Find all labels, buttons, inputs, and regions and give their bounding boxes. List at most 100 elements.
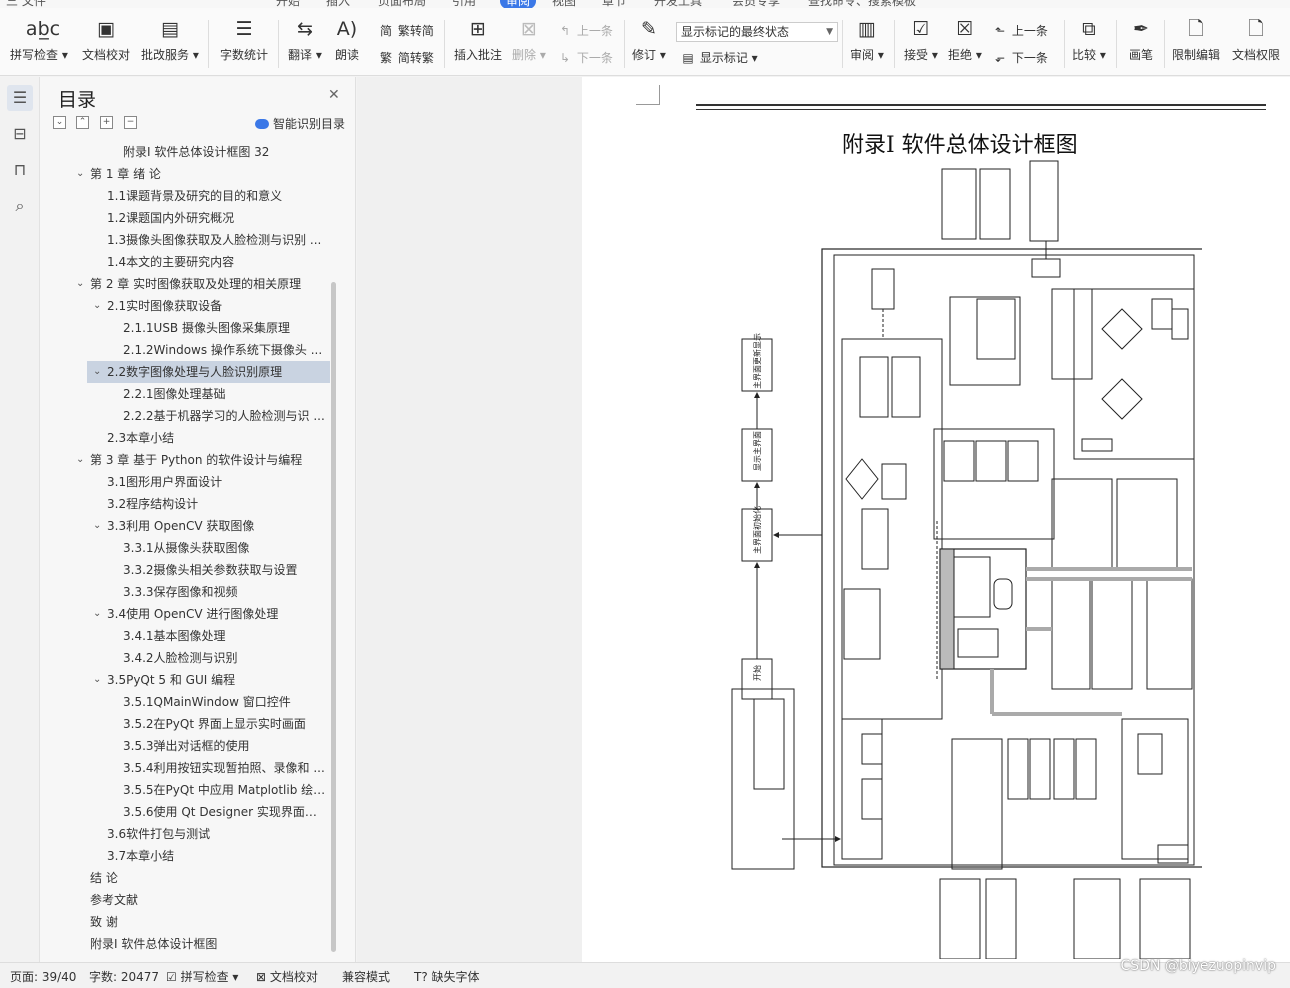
ribbon-tab[interactable]: 章节 (602, 0, 627, 8)
toc-item[interactable]: 3.3.1从摄像头获取图像 (40, 537, 330, 559)
toc-item[interactable]: 3.4.2人脸检测与识别 (40, 647, 330, 669)
status-proofread-button[interactable]: ⊠ 文档校对 (256, 970, 318, 984)
toc-item[interactable]: 3.7本章小结 (40, 845, 330, 867)
chevron-down-icon[interactable]: ⌄ (93, 366, 102, 377)
accept-change-button[interactable]: ☑接受 ▾ (904, 18, 938, 62)
ribbon-tab[interactable]: 三 文件 (6, 0, 46, 8)
toc-item[interactable]: 3.4.1基本图像处理 (40, 625, 330, 647)
read-aloud-icon: A) (336, 18, 358, 40)
read-aloud-button[interactable]: A)朗读 (334, 18, 359, 62)
switch-camera-box (1091, 578, 1133, 690)
markup-state-select[interactable]: 显示标记的最终状态▼ (676, 22, 838, 42)
toc-item[interactable]: 2.1.2Windows 操作系统下摄像头 ... (40, 339, 330, 361)
translate-button[interactable]: ⇆翻译 ▾ (288, 18, 322, 62)
toc-item[interactable]: ⌄3.5PyQt 5 和 GUI 编程 (40, 669, 330, 691)
compare-button[interactable]: ⧉比较 ▾ (1072, 18, 1106, 62)
ribbon-tab[interactable]: 审阅 (500, 0, 537, 8)
prev-change-button[interactable]: ⬑ 上一条 (992, 22, 1048, 39)
restrict-edit-button[interactable]: 🗋限制编辑 (1172, 18, 1221, 62)
missing-font-button[interactable]: T? 缺失字体 (414, 970, 480, 984)
review-pane-button[interactable]: ▥审阅 ▾ (850, 18, 884, 62)
toc-item[interactable]: 3.5.1QMainWindow 窗口控件 (40, 691, 330, 713)
toc-item[interactable]: 1.3摄像头图像获取及人脸检测与识别 ... (40, 229, 330, 251)
status-spellcheck-button[interactable]: ☑ 拼写检查 ▾ (166, 970, 239, 984)
toc-item[interactable]: 2.3本章小结 (40, 427, 330, 449)
toc-item[interactable]: 3.6软件打包与测试 (40, 823, 330, 845)
next-change-button[interactable]: ⬐ 下一条 (992, 49, 1048, 66)
ribbon-tab[interactable]: 视图 (552, 0, 577, 8)
word-count-button[interactable]: ☰字数统计 (220, 18, 269, 62)
track-changes-button[interactable]: ✎修订 ▾ (632, 18, 666, 62)
trad-to-simp-button[interactable]: 简 繁转简 (379, 24, 434, 38)
simp-to-trad-button[interactable]: 繁 简转繁 (379, 51, 434, 65)
toc-item[interactable]: 结 论 (40, 867, 330, 889)
toc-item[interactable]: 3.3.3保存图像和视频 (40, 581, 330, 603)
chevron-down-icon[interactable]: ⌄ (93, 520, 102, 531)
show-markup-button[interactable]: ▤ 显示标记 ▾ (680, 49, 757, 66)
toc-item[interactable]: 3.5.6使用 Qt Designer 实现界面显 ... (40, 801, 330, 823)
proofread-button[interactable]: ▣文档校对 (82, 18, 131, 62)
chapter-nav-icon[interactable]: ⊟ (13, 124, 27, 143)
remove-heading-icon[interactable]: − (124, 116, 137, 129)
toc-item[interactable]: 2.2.2基于机器学习的人脸检测与识 ... (40, 405, 330, 427)
toc-item[interactable]: ⌄2.2数字图像处理与人脸识别原理 (87, 361, 330, 383)
ribbon-tab[interactable]: 引用 (452, 0, 477, 8)
word-count-icon: ☰ (235, 18, 253, 40)
chevron-down-icon[interactable]: ⌄ (93, 608, 102, 619)
ribbon-tab[interactable]: 页面布局 (378, 0, 427, 8)
toc-item[interactable]: 参考文献 (40, 889, 330, 911)
toc-item[interactable]: 1.2课题国内外研究概况 (40, 207, 330, 229)
smart-toc-button[interactable]: 智能识别目录 (255, 115, 345, 132)
toc-item[interactable]: 3.5.4利用按钮实现暂拍照、录像和 ... (40, 757, 330, 779)
toc-item[interactable]: ⌄第 3 章 基于 Python 的软件设计与编程 (40, 449, 330, 471)
ribbon-tab[interactable]: 开始 (276, 0, 301, 8)
toc-item[interactable]: ⌄3.3利用 OpenCV 获取图像 (40, 515, 330, 537)
reject-change-button[interactable]: ☒拒绝 ▾ (948, 18, 982, 62)
toc-item[interactable]: 3.5.5在PyQt 中应用 Matplotlib 绘 ... (40, 779, 330, 801)
document-page[interactable]: 附录I 软件总体设计框图 (582, 77, 1290, 962)
ribbon-tab[interactable]: 开发工具 (654, 0, 703, 8)
toc-item[interactable]: 附录I 软件总体设计框图 32 (40, 141, 330, 163)
ribbon-tab[interactable]: 会员专享 (732, 0, 781, 8)
toc-item[interactable]: 1.1课题背景及研究的目的和意义 (40, 185, 330, 207)
toc-item[interactable]: ⌄3.4使用 OpenCV 进行图像处理 (40, 603, 330, 625)
pen-button[interactable]: ✒画笔 (1128, 18, 1153, 62)
ribbon-tab[interactable]: 插入 (326, 0, 351, 8)
toc-item[interactable]: 3.3.2摄像头相关参数获取与设置 (40, 559, 330, 581)
batch-service-button[interactable]: ▤批改服务 ▾ (141, 18, 199, 62)
toc-item[interactable]: ⌄第 1 章 绪 论 (40, 163, 330, 185)
ui-mainwindow-box (731, 688, 795, 870)
toc-item[interactable]: ⌄第 2 章 实时图像获取及处理的相关原理 (40, 273, 330, 295)
chevron-down-icon[interactable]: ⌄ (76, 454, 85, 465)
ribbon-tab[interactable]: 查找命令、搜索模板 (808, 0, 917, 8)
prev-comment-button[interactable]: ↰ 上一条 (557, 22, 613, 39)
toc-scrollbar[interactable] (331, 282, 336, 952)
toc-item[interactable]: 2.1.1USB 摄像头图像采集原理 (40, 317, 330, 339)
next-comment-button[interactable]: ↳ 下一条 (557, 49, 613, 66)
chevron-down-icon[interactable]: ⌄ (93, 300, 102, 311)
add-heading-icon[interactable]: + (100, 116, 113, 129)
toc-item[interactable]: 2.2.1图像处理基础 (40, 383, 330, 405)
chevron-down-icon[interactable]: ⌄ (93, 674, 102, 685)
toc-item[interactable]: 3.1图形用户界面设计 (40, 471, 330, 493)
toc-item[interactable]: ⌄2.1实时图像获取设备 (40, 295, 330, 317)
close-icon[interactable]: ✕ (328, 87, 340, 103)
chevron-down-icon[interactable]: ⌄ (76, 168, 85, 179)
toc-item[interactable]: 1.4本文的主要研究内容 (40, 251, 330, 273)
toc-item[interactable]: 3.5.3弹出对话框的使用 (40, 735, 330, 757)
chevron-down-icon[interactable]: ⌄ (76, 278, 85, 289)
search-icon[interactable]: ⌕ (15, 196, 25, 215)
toc-item[interactable]: 致 谢 (40, 911, 330, 933)
toc-panel-icon[interactable]: ☰ (7, 85, 33, 111)
insert-comment-button[interactable]: ⊞插入批注 (454, 18, 503, 62)
delete-comment-button[interactable]: ⊠删除 ▾ (512, 18, 546, 62)
expand-all-icon[interactable]: ⌃ (76, 116, 89, 129)
toc-item[interactable]: 3.2程序结构设计 (40, 493, 330, 515)
bookmark-icon[interactable]: ⊓ (13, 160, 27, 179)
toc-item[interactable]: 3.5.2在PyQt 界面上显示实时画面 (40, 713, 330, 735)
init-class-box (841, 338, 943, 720)
collapse-all-icon[interactable]: ⌄ (53, 116, 66, 129)
toc-item[interactable]: 附录I 软件总体设计框图 (40, 933, 330, 955)
doc-permission-button[interactable]: 🗋文档权限 (1232, 18, 1281, 62)
